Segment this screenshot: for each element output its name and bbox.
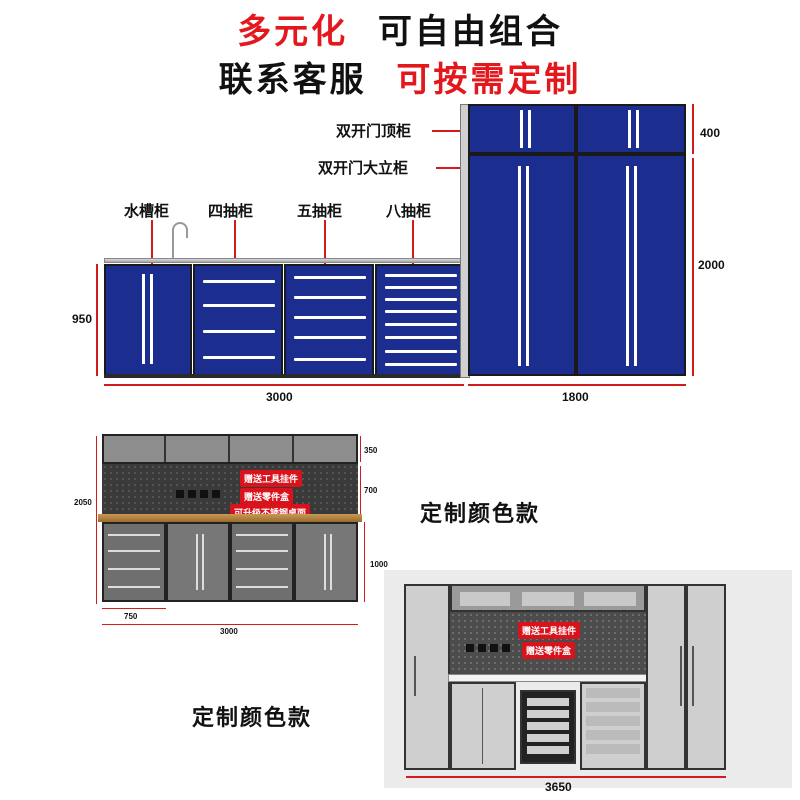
headline-line-1: 多元化 可自由组合	[0, 4, 800, 53]
dim-3000-mid: 3000	[220, 627, 238, 636]
label-four-drawer: 四抽柜	[208, 202, 254, 220]
dim-3650: 3650	[545, 780, 572, 794]
base-drawer-left	[102, 522, 166, 602]
sink-cabinet	[104, 264, 192, 376]
caption-custom-color-1: 定制颜色款	[420, 502, 541, 527]
label-top-cabinet: 双开门顶柜	[336, 122, 412, 140]
dim-line-400	[692, 104, 694, 154]
pointer-tall-cabinet	[436, 167, 466, 169]
dim-2000: 2000	[698, 258, 725, 272]
headline-black-1: 可自由组合	[377, 12, 563, 52]
headline-red-2: 可按需定制	[396, 60, 582, 100]
base-door-right	[294, 522, 358, 602]
dim-700: 700	[364, 486, 378, 495]
headline-red-1: 多元化	[237, 12, 349, 52]
pointer-sink	[151, 220, 153, 264]
dim-1800: 1800	[562, 390, 589, 404]
dim-2050: 2050	[74, 498, 92, 507]
dim-line-3000	[104, 384, 464, 386]
four-drawer-cabinet	[193, 264, 283, 376]
five-drawer-cabinet	[284, 264, 374, 376]
tall-cabinet-right	[576, 154, 686, 376]
light-drawer-cabinet	[580, 682, 646, 770]
dim-400: 400	[700, 126, 721, 140]
faucet-icon	[172, 222, 188, 238]
dim-line-1800	[468, 384, 686, 386]
dim-3000: 3000	[266, 390, 293, 404]
light-wall-cabinets	[450, 584, 646, 612]
dim-line-950	[96, 264, 98, 376]
right-tall-cabinet-1	[646, 584, 686, 770]
pointer-eight	[412, 220, 414, 266]
wood-worktop	[98, 514, 362, 522]
dim-1000: 1000	[370, 560, 388, 569]
tall-cabinet-left	[468, 154, 576, 376]
headline-black-2: 联系客服	[218, 60, 367, 100]
top-cabinet-left	[468, 104, 576, 154]
base-drawer-right	[230, 522, 294, 602]
headline-line-2: 联系客服 可按需定制	[0, 52, 800, 101]
eight-drawer-cabinet	[375, 264, 465, 376]
label-sink-cabinet: 水槽柜	[124, 202, 170, 220]
pointer-top-cabinet	[432, 130, 466, 132]
tag-tool-hooks-2: 赠送工具挂件	[518, 622, 581, 639]
tool-cart	[520, 690, 576, 764]
pointer-four	[234, 220, 236, 260]
tag-tool-hooks: 赠送工具挂件	[240, 470, 303, 487]
label-five-drawer: 五抽柜	[297, 202, 343, 220]
label-tall-cabinet: 双开门大立柜	[318, 159, 409, 177]
dim-950: 950	[72, 312, 93, 326]
right-tall-cabinet-2	[686, 584, 726, 770]
light-worktop	[448, 674, 650, 682]
faucet-stem	[172, 234, 174, 258]
tag-parts-box: 赠送零件盒	[240, 488, 294, 505]
left-tall-cabinet	[404, 584, 450, 770]
caption-custom-color-2: 定制颜色款	[192, 706, 313, 731]
top-cabinet-right	[576, 104, 686, 154]
dim-750: 750	[124, 612, 138, 621]
pointer-five	[324, 220, 326, 266]
tag-parts-box-2: 赠送零件盒	[522, 642, 576, 659]
dim-350: 350	[364, 446, 378, 455]
wall-cabinets	[102, 434, 358, 464]
dim-line-2000	[692, 158, 694, 376]
dim-line-3650	[406, 776, 726, 778]
light-base-door	[450, 682, 516, 770]
countertop	[104, 258, 466, 263]
label-eight-drawer: 八抽柜	[386, 202, 432, 220]
base-door-left	[166, 522, 230, 602]
